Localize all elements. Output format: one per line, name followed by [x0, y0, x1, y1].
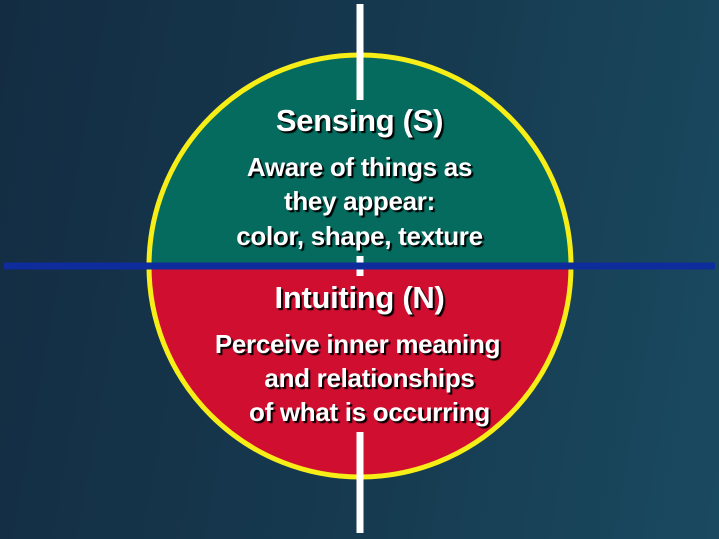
sensing-desc-line-3: color, shape, texture — [236, 221, 483, 251]
sensing-desc-line-2: they appear: — [283, 186, 435, 216]
intuiting-desc-line-1: Perceive inner meaning — [214, 329, 501, 359]
sensing-half — [149, 55, 571, 266]
sensing-desc-line-1: Aware of things as — [246, 152, 473, 182]
sensing-title: Sensing (S) — [275, 103, 444, 138]
intuiting-half — [149, 266, 571, 477]
intuiting-desc-line-2: and relationships — [264, 363, 475, 393]
intuiting-title: Intuiting (N) — [274, 280, 445, 315]
intuiting-desc-line-3: of what is occurring — [248, 397, 491, 427]
